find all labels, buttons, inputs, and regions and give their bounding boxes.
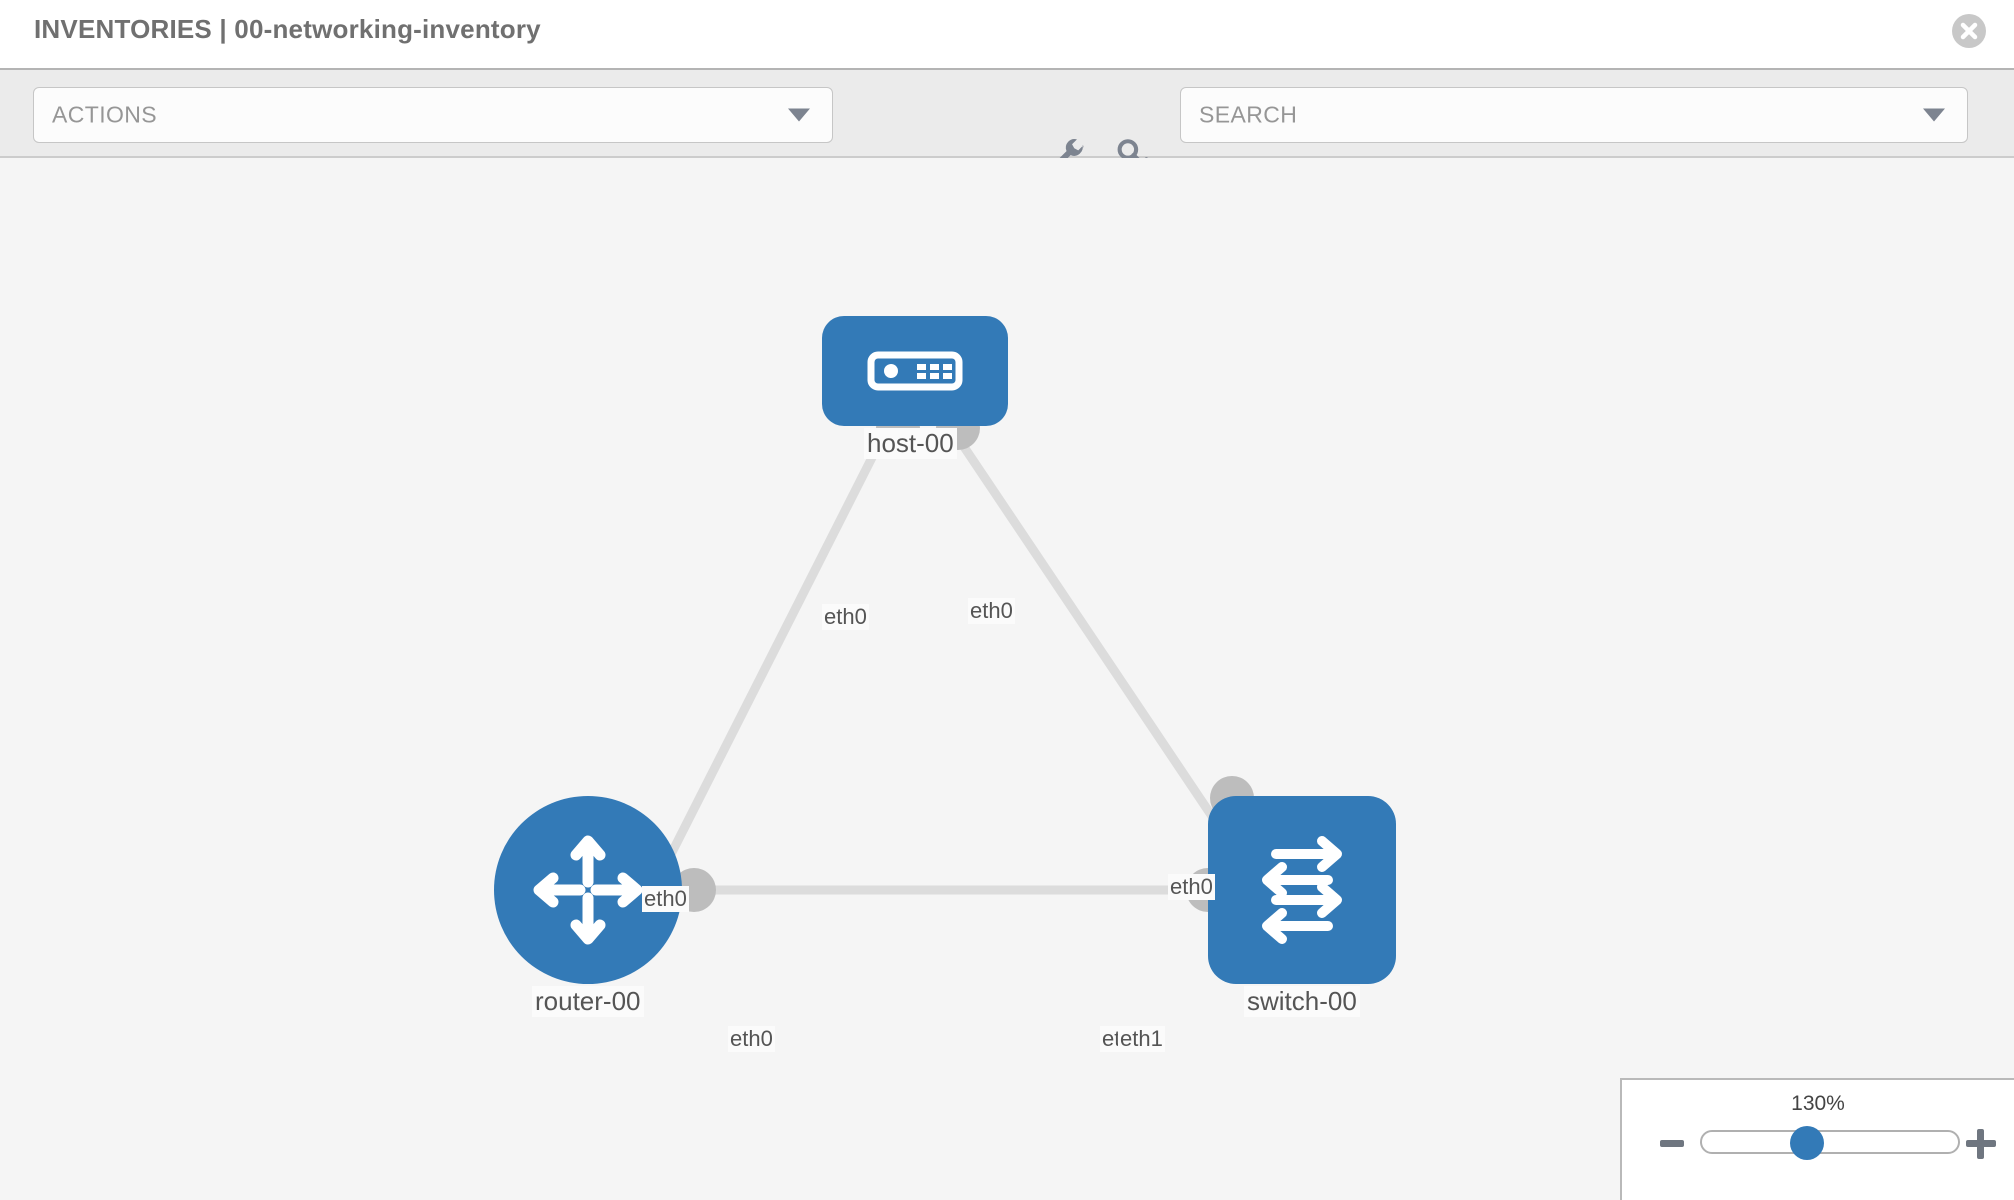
page-header: INVENTORIES | 00-networking-inventory	[0, 0, 2014, 68]
zoom-slider-track[interactable]	[1700, 1130, 1960, 1154]
link-host-router[interactable]	[655, 423, 893, 879]
actions-dropdown-label: ACTIONS	[52, 101, 158, 128]
zoom-out-button[interactable]	[1660, 1140, 1684, 1147]
node-switch-00-shape[interactable]	[1208, 796, 1396, 984]
router-arrows-icon	[533, 835, 643, 945]
zoom-slider-thumb[interactable]	[1790, 1126, 1824, 1160]
link-label-router-right-iface: eth0	[728, 1026, 775, 1052]
switch-arrows-icon	[1262, 836, 1342, 944]
topology-links	[655, 423, 1244, 895]
actions-dropdown[interactable]: ACTIONS	[33, 87, 833, 143]
link-label-switch-left-iface-b: eth1	[1118, 1026, 1165, 1052]
node-host-00-shape[interactable]	[822, 316, 1008, 426]
page-title: INVENTORIES | 00-networking-inventory	[34, 14, 541, 44]
node-host-00-label: host-00	[864, 428, 957, 459]
zoom-control-panel: 130%	[1620, 1078, 2014, 1200]
topology-canvas[interactable]: host-00 router-00	[0, 158, 2014, 1200]
node-switch-00-label: switch-00	[1244, 986, 1360, 1017]
search-input[interactable]: SEARCH	[1180, 87, 1968, 143]
node-router-00-label: router-00	[532, 986, 644, 1017]
zoom-level-value: 130%	[1791, 1092, 1845, 1115]
chevron-down-icon	[788, 108, 810, 122]
chevron-down-icon	[1923, 108, 1945, 122]
close-icon[interactable]	[1952, 14, 1986, 48]
toolbar: ACTIONS SEARCH	[0, 68, 2014, 173]
close-x-glyph	[1960, 22, 1978, 40]
link-label-host-right-iface: eth0	[968, 598, 1015, 624]
link-label-switch-up-iface: eth0	[1168, 874, 1215, 900]
link-label-host-left-iface: eth0	[822, 604, 869, 630]
server-icon	[867, 351, 963, 391]
search-placeholder: SEARCH	[1199, 101, 1298, 128]
link-label-router-up-iface: eth0	[642, 886, 689, 912]
link-host-switch[interactable]	[946, 423, 1244, 861]
